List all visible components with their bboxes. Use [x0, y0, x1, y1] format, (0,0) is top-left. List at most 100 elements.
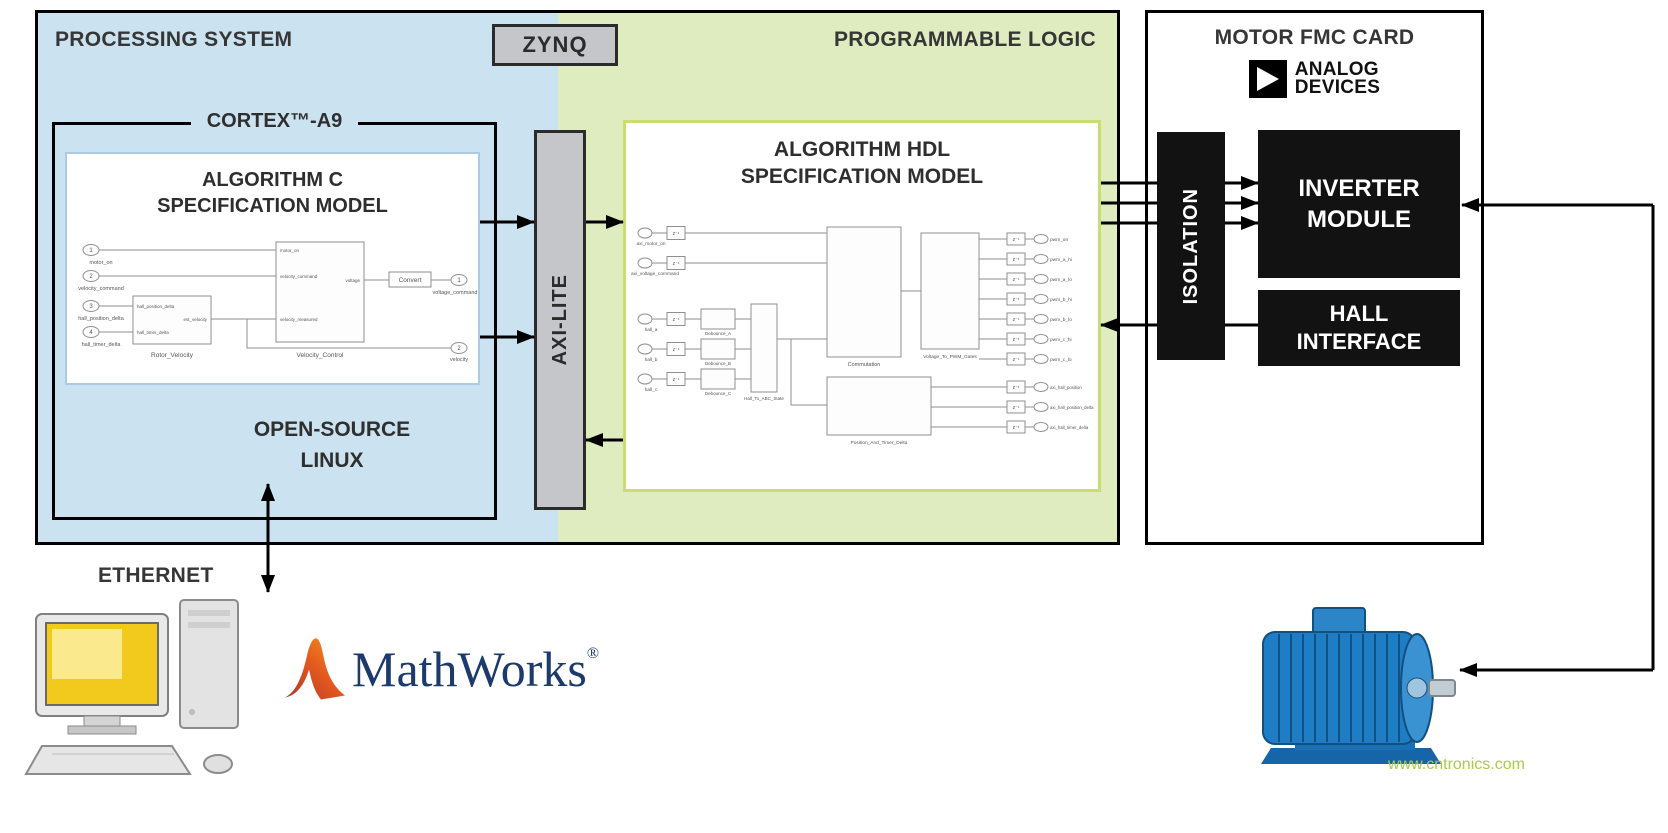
isolation-label: ISOLATION	[1179, 187, 1202, 305]
hdl-delay-labels: z⁻¹ z⁻¹ z⁻¹ z⁻¹ z⁻¹ z⁻¹ z⁻¹ z⁻¹ z⁻¹ z⁻¹ z⁻¹ z…	[673, 231, 1020, 431]
svg-text:axi_motor_on: axi_motor_on	[636, 241, 665, 247]
svg-text:4: 4	[89, 330, 93, 336]
motor-power-lines	[1459, 198, 1655, 677]
motor-fins	[1278, 634, 1400, 742]
svg-text:Hall_To_ABC_State: Hall_To_ABC_State	[744, 396, 784, 401]
algorithm-c-title: ALGORITHM C SPECIFICATION MODEL	[157, 169, 388, 217]
svg-text:velocity: velocity	[450, 357, 469, 363]
svg-text:motor_on: motor_on	[280, 248, 300, 253]
svg-text:z⁻¹: z⁻¹	[1013, 277, 1020, 283]
svg-text:z⁻¹: z⁻¹	[673, 261, 680, 267]
svg-text:Debounce_A: Debounce_A	[705, 331, 731, 336]
svg-text:hall_timer_delta: hall_timer_delta	[82, 342, 122, 348]
svg-text:Position_And_Timer_Delta: Position_And_Timer_Delta	[851, 440, 908, 446]
svg-text:Velocity_Control: Velocity_Control	[297, 352, 345, 359]
analog-devices-logo: ANALOG DEVICES	[1145, 60, 1484, 98]
svg-text:Voltage_To_PWM_Gates: Voltage_To_PWM_Gates	[923, 354, 977, 360]
mathworks-wordmark: MathWorks®	[352, 641, 599, 697]
ethernet-label: ETHERNET	[98, 564, 214, 587]
svg-text:axi_voltage_command: axi_voltage_command	[631, 271, 679, 277]
inverter-module: INVERTER MODULE	[1258, 130, 1460, 278]
svg-text:Convert: Convert	[399, 277, 422, 284]
analog-devices-wordmark: ANALOG DEVICES	[1294, 59, 1381, 98]
hdl-input-labels: axi_motor_on axi_voltage_command hall_a …	[631, 241, 679, 393]
svg-text:1: 1	[457, 278, 461, 284]
svg-text:hall_timer_delta: hall_timer_delta	[137, 330, 169, 335]
watermark: www.cntronics.com	[1388, 756, 1525, 773]
svg-text:Commutation: Commutation	[848, 362, 881, 368]
axi-lite-label: AXI-LITE	[548, 274, 571, 366]
svg-text:axi_hall_position: axi_hall_position	[1050, 385, 1082, 390]
c-model-wires	[99, 249, 451, 349]
hdl-output-labels: pwm_on pwm_a_hi pwm_a_lo pwm_b_hi pwm_b_…	[1050, 238, 1094, 430]
svg-text:hall_a: hall_a	[645, 327, 658, 333]
svg-text:pwm_on: pwm_on	[1050, 238, 1068, 243]
svg-text:pwm_c_lo: pwm_c_lo	[1050, 357, 1072, 363]
svg-text:z⁻¹: z⁻¹	[1013, 317, 1020, 323]
svg-text:z⁻¹: z⁻¹	[673, 377, 680, 383]
hall-interface-module: HALL INTERFACE	[1258, 290, 1460, 366]
svg-text:z⁻¹: z⁻¹	[1013, 257, 1020, 263]
processing-system-title: PROCESSING SYSTEM	[55, 28, 293, 51]
c-model-io-labels: motor_on velocity_command hall_position_…	[78, 260, 477, 363]
svg-text:2: 2	[89, 274, 93, 280]
svg-text:2: 2	[457, 346, 461, 352]
svg-text:z⁻¹: z⁻¹	[1013, 337, 1020, 343]
svg-text:Rotor_Velocity: Rotor_Velocity	[151, 352, 194, 359]
svg-text:Debounce_C: Debounce_C	[705, 391, 732, 396]
programmable-logic-title: PROGRAMMABLE LOGIC	[833, 28, 1096, 51]
svg-text:z⁻¹: z⁻¹	[1013, 357, 1020, 363]
svg-text:z⁻¹: z⁻¹	[1013, 297, 1020, 303]
svg-text:est_velocity: est_velocity	[183, 317, 207, 322]
analog-devices-logo-icon	[1248, 60, 1287, 98]
cortex-a9-label-row: CORTEX™-A9	[52, 108, 497, 134]
svg-text:z⁻¹: z⁻¹	[1013, 425, 1020, 431]
simulink-c-model-diagram: 1 2 3 4 1 2 motor_on velocity_command ha…	[78, 241, 477, 363]
desktop-computer-icon	[24, 599, 239, 775]
svg-text:Debounce_B: Debounce_B	[705, 361, 731, 366]
zynq-label-box: ZYNQ	[492, 24, 618, 66]
hdl-model-blocks	[637, 226, 1049, 436]
svg-text:axi_hall_timer_delta: axi_hall_timer_delta	[1050, 425, 1089, 430]
svg-text:z⁻¹: z⁻¹	[673, 231, 680, 237]
c-model-port-numbers: 1 2 3 4 1 2	[89, 248, 461, 352]
svg-text:velocity_command: velocity_command	[78, 286, 124, 292]
axi-lite-bus-bar: AXI-LITE	[534, 130, 586, 510]
svg-text:z⁻¹: z⁻¹	[1013, 237, 1020, 243]
svg-text:z⁻¹: z⁻¹	[673, 317, 680, 323]
svg-text:voltage_command: voltage_command	[433, 290, 477, 296]
svg-text:voltage: voltage	[345, 278, 360, 283]
svg-text:z⁻¹: z⁻¹	[1013, 385, 1020, 391]
hdl-block-labels: Debounce_A Debounce_B Debounce_C Hall_To…	[705, 331, 978, 446]
svg-text:velocity_measured: velocity_measured	[280, 317, 318, 322]
algorithm-c-model-box: ALGORITHM C SPECIFICATION MODEL 1	[65, 152, 480, 385]
svg-text:pwm_a_hi: pwm_a_hi	[1050, 257, 1072, 263]
c-model-port-labels: hall_position_delta hall_timer_delta est…	[137, 248, 360, 335]
open-source-linux-label: OPEN-SOURCE LINUX	[253, 418, 411, 472]
svg-text:hall_position_delta: hall_position_delta	[78, 316, 125, 322]
algorithm-hdl-title: ALGORITHM HDL SPECIFICATION MODEL	[740, 138, 984, 188]
svg-text:pwm_a_lo: pwm_a_lo	[1050, 277, 1072, 283]
c-model-blocks	[82, 241, 468, 354]
registered-trademark: ®	[586, 645, 599, 662]
electric-motor-icon	[1261, 607, 1456, 764]
svg-text:hall_position_delta: hall_position_delta	[137, 304, 175, 309]
mathworks-logo-icon	[285, 638, 345, 700]
motor-fmc-card-title: MOTOR FMC CARD	[1214, 26, 1415, 49]
svg-text:z⁻¹: z⁻¹	[673, 347, 680, 353]
svg-text:velocity_command: velocity_command	[280, 274, 318, 279]
algorithm-hdl-model-box: ALGORITHM HDL SPECIFICATION MODEL	[623, 120, 1101, 492]
svg-text:z⁻¹: z⁻¹	[1013, 405, 1020, 411]
svg-text:3: 3	[89, 304, 93, 310]
svg-text:pwm_b_hi: pwm_b_hi	[1050, 297, 1072, 303]
svg-text:axi_hall_position_delta: axi_hall_position_delta	[1050, 405, 1094, 410]
c-model-block-labels: Rotor_Velocity Velocity_Control Convert	[151, 277, 422, 359]
simulink-hdl-model-diagram: z⁻¹ z⁻¹ z⁻¹ z⁻¹ z⁻¹ z⁻¹ z⁻¹ z⁻¹ z⁻¹ z⁻¹ z⁻¹ z…	[631, 226, 1094, 446]
svg-text:hall_b: hall_b	[645, 357, 658, 363]
svg-text:motor_on: motor_on	[89, 260, 112, 266]
isolation-module: ISOLATION	[1157, 132, 1225, 360]
svg-text:1: 1	[89, 248, 93, 254]
svg-text:hall_c: hall_c	[645, 387, 658, 393]
svg-text:pwm_c_hi: pwm_c_hi	[1050, 337, 1072, 343]
zynq-label: ZYNQ	[522, 32, 588, 57]
